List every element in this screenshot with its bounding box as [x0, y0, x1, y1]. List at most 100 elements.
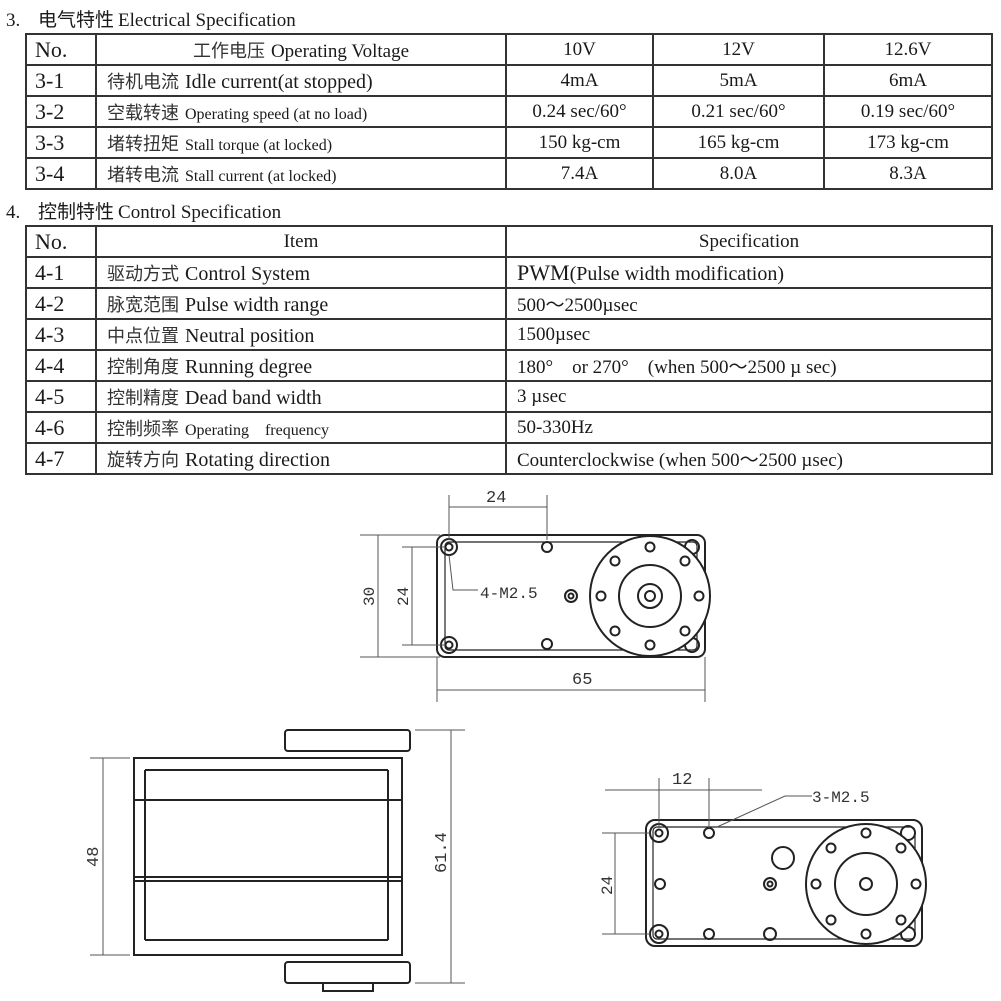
- item-en: Running degree: [185, 355, 313, 378]
- row-item: 空载转速 Operating speed (at no load): [95, 95, 507, 128]
- value-10v: 150 kg-cm: [505, 126, 654, 159]
- value-10v: 7.4A: [505, 157, 654, 190]
- header-voltage-12-6v: 12.6V: [823, 33, 993, 66]
- table-row: 4-1 驱动方式 Control System PWM(Pulse width m…: [25, 256, 993, 289]
- section-number: 3.: [6, 10, 21, 31]
- dim-hole-spacing-x: 24: [486, 489, 506, 508]
- header-no: No.: [25, 33, 97, 66]
- table-row: 4-6 控制频率 Operating frequency 50-330Hz: [25, 411, 993, 444]
- item-en: Dead band width: [185, 386, 322, 409]
- item-cn: 堵转扭矩: [107, 133, 179, 155]
- row-spec: 180° or 270° (when 500～2500 µ sec): [505, 349, 993, 382]
- row-item: 控制精度 Dead band width: [95, 380, 507, 413]
- row-spec: 500～2500µsec: [505, 287, 993, 320]
- header-voltage-10v: 10V: [505, 33, 654, 66]
- header-item-cn: 工作电压: [192, 40, 265, 62]
- value-12-6v: 8.3A: [823, 157, 993, 190]
- item-cn: 驱动方式: [107, 263, 179, 285]
- row-spec: 50-330Hz: [505, 411, 993, 444]
- servo-top-view-drawing: 24 65 4-M2.5 30 24: [360, 489, 711, 702]
- header-item: Item: [95, 225, 507, 258]
- value-12v: 165 kg-cm: [652, 126, 825, 159]
- item-cn: 堵转电流: [107, 164, 179, 186]
- section-title-en: Electrical Specification: [118, 10, 296, 31]
- item-en: Pulse width range: [185, 293, 329, 316]
- row-item: 待机电流 Idle current(at stopped): [95, 64, 507, 97]
- table-row: 3-4 堵转电流 Stall current (at locked) 7.4A 8…: [25, 157, 993, 190]
- value-12v: 5mA: [652, 64, 825, 97]
- spec-rest: (Pulse width modification): [569, 262, 784, 285]
- table-row: 3-2 空载转速 Operating speed (at no load) 0.2…: [25, 95, 993, 128]
- dim-hole-spacing-y: 24: [395, 587, 413, 606]
- value-12v: 8.0A: [652, 157, 825, 190]
- item-en: Stall torque (at locked): [185, 136, 333, 154]
- section-title-en: Control Specification: [118, 202, 282, 223]
- header-specification: Specification: [505, 225, 993, 258]
- row-no: 3-4: [25, 157, 97, 190]
- row-spec: Counterclockwise (when 500～2500 µsec): [505, 442, 993, 475]
- value-12-6v: 0.19 sec/60°: [823, 95, 993, 128]
- value-12-6v: 6mA: [823, 64, 993, 97]
- section-title-cn: 电气特性: [38, 9, 115, 31]
- header-no: No.: [25, 225, 97, 258]
- row-no: 3-2: [25, 95, 97, 128]
- dim-total-height: 61.4: [433, 832, 452, 873]
- value-10v: 4mA: [505, 64, 654, 97]
- item-en: Stall current (at locked): [185, 167, 337, 185]
- row-no: 4-3: [25, 318, 97, 351]
- item-en: Operating speed (at no load): [185, 105, 368, 123]
- table-header-row: No. Item Specification: [25, 225, 993, 258]
- dim-height-outer: 30: [361, 587, 379, 606]
- item-cn: 脉宽范围: [107, 294, 179, 316]
- item-en: Control System: [185, 262, 311, 285]
- row-no: 3-1: [25, 64, 97, 97]
- item-cn: 控制频率: [107, 418, 179, 440]
- item-en: Rotating direction: [185, 448, 330, 471]
- screw-label: 3-M2.5: [812, 789, 870, 807]
- item-cn: 待机电流: [107, 71, 179, 93]
- value-12v: 0.21 sec/60°: [652, 95, 825, 128]
- control-spec-table: No. Item Specification 4-1 驱动方式 Control S…: [25, 225, 993, 475]
- row-spec: 1500µsec: [505, 318, 993, 351]
- table-row: 4-2 脉宽范围 Pulse width range 500～2500µsec: [25, 287, 993, 320]
- row-item: 控制频率 Operating frequency: [95, 411, 507, 444]
- row-no: 4-7: [25, 442, 97, 475]
- dim-hole-spacing-x: 12: [672, 771, 692, 790]
- row-no: 4-6: [25, 411, 97, 444]
- row-no: 4-5: [25, 380, 97, 413]
- row-no: 4-1: [25, 256, 97, 289]
- item-cn: 控制精度: [107, 387, 179, 409]
- header-voltage-12v: 12V: [652, 33, 825, 66]
- dim-body-height: 48: [85, 847, 104, 867]
- item-cn: 控制角度: [107, 356, 179, 378]
- row-spec: 3 µsec: [505, 380, 993, 413]
- section-number: 4.: [6, 202, 21, 223]
- row-item: 脉宽范围 Pulse width range: [95, 287, 507, 320]
- item-en: Operating frequency: [185, 421, 329, 439]
- item-en: Neutral position: [185, 324, 315, 347]
- row-no: 4-2: [25, 287, 97, 320]
- row-item: 堵转扭矩 Stall torque (at locked): [95, 126, 507, 159]
- spec-main: PWM: [517, 259, 570, 285]
- value-10v: 0.24 sec/60°: [505, 95, 654, 128]
- header-item-en: Operating Voltage: [270, 40, 410, 62]
- screw-label: 4-M2.5: [480, 585, 538, 603]
- value-12-6v: 173 kg-cm: [823, 126, 993, 159]
- dim-length: 65: [572, 671, 592, 690]
- dim-hole-spacing-y: 24: [599, 876, 617, 895]
- item-cn: 空载转速: [107, 102, 179, 124]
- servo-bottom-view-drawing: 12 3-M2.5 24: [599, 771, 927, 947]
- item-en: Idle current(at stopped): [185, 70, 373, 93]
- row-item: 控制角度 Running degree: [95, 349, 507, 382]
- section-title-cn: 控制特性: [38, 201, 115, 223]
